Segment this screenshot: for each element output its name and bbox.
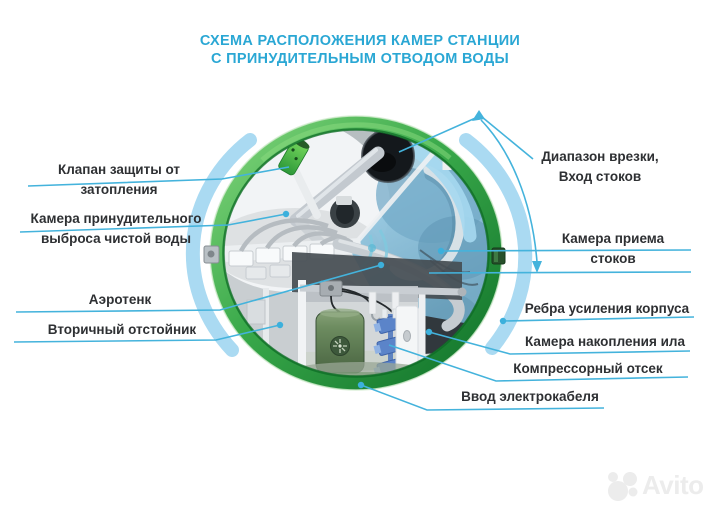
callout-dots <box>276 210 507 389</box>
avito-watermark-text: Avito <box>642 470 704 500</box>
label-secondary-settler: Вторичный отстойник <box>47 322 197 337</box>
label-sewage-inlet-chamber: Камера приема стоков <box>561 231 665 266</box>
compressor-unit <box>315 308 413 376</box>
label-forced-discharge-chamber: Камера принудительного выброса чистой во… <box>30 211 202 246</box>
inlet-pipe-hole <box>361 130 415 183</box>
avito-logo-icon <box>608 472 638 501</box>
callout-lines <box>13 115 695 411</box>
decorative-arc-left <box>185 133 257 357</box>
rim-handle-left <box>203 245 220 264</box>
range-arrows <box>472 110 542 273</box>
label-hull-stiffening-ribs: Ребра усиления корпуса <box>524 301 690 316</box>
label-compressor-compartment: Компрессорный отсек <box>513 361 663 376</box>
label-sludge-chamber: Камера накопления ила <box>525 334 685 349</box>
compartment-door <box>395 305 419 376</box>
label-electric-cable-entry: Ввод электрокабеля <box>461 389 599 404</box>
label-inlet-tie-in-range: Диапазон врезки, Вход стоков <box>541 149 659 184</box>
rim-handle-right <box>491 247 506 265</box>
label-flood-protection-valve: Клапан защиты от затопления <box>57 162 181 197</box>
pipe-fitting-dark <box>330 196 360 228</box>
avito-watermark: Avito <box>598 464 720 506</box>
page-title: СХЕМА РАСПОЛОЖЕНИЯ КАМЕР СТАНЦИИ С ПРИНУ… <box>199 33 521 67</box>
label-aerotank: Аэротенк <box>88 292 152 307</box>
